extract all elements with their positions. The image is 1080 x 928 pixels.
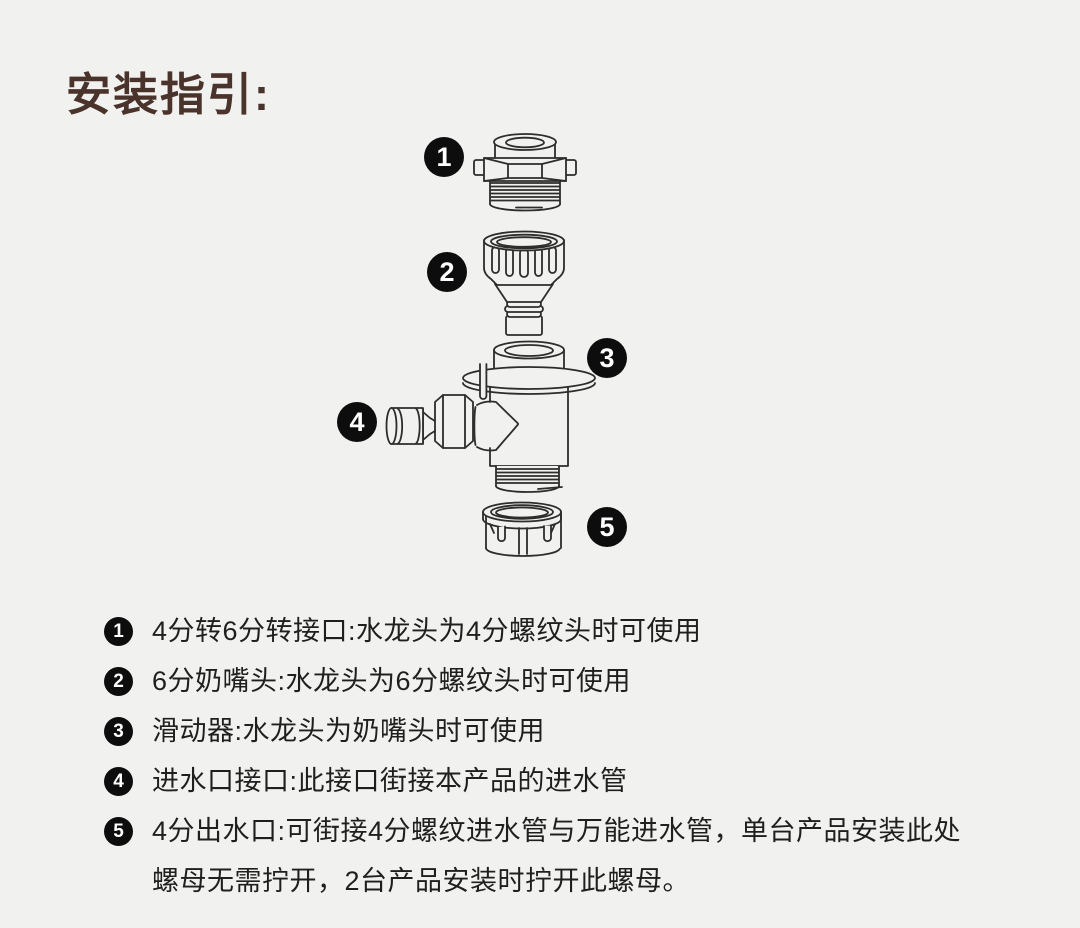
legend-item-3-text: 滑动器:水龙头为奶嘴头时可使用 [152,706,545,756]
diagram-badge-4: 4 [337,402,377,442]
legend-item-3-line: 滑动器:水龙头为奶嘴头时可使用 [152,716,546,746]
legend-item-1-badge: 1 [104,617,133,646]
legend-item-1-text: 4分转6分转接口:水龙头为4分螺纹头时可使用 [152,606,702,656]
part-2-nipple-head [483,230,565,336]
part-3-slider-body [462,340,596,493]
legend-item-1-line: 4分转6分转接口:水龙头为4分螺纹头时可使用 [152,616,702,646]
parts-legend: 1 4分转6分转接口:水龙头为4分螺纹头时可使用 2 6分奶嘴头:水龙头为6分螺… [104,606,1034,906]
legend-item-4-text: 进水口接口:此接口街接本产品的进水管 [152,756,628,806]
part-1-adapter [473,133,577,212]
legend-item-5-line-2: 螺母无需拧开，2台产品安装时拧开此螺母。 [152,866,691,896]
diagram-badge-3: 3 [587,338,627,378]
diagram-badge-5: 5 [587,507,627,547]
legend-item-5-badge: 5 [104,817,133,846]
legend-item-4-line: 进水口接口:此接口街接本产品的进水管 [152,766,628,796]
legend-item-2-badge: 2 [104,667,133,696]
exploded-view-diagram [385,133,596,557]
page-title: 安装指引: [66,69,271,120]
legend-item-4-badge: 4 [104,767,133,796]
part-5-outlet-nut [482,501,562,557]
part-4-inlet-connector [385,394,474,449]
legend-item-5-text: 4分出水口:可街接4分螺纹进水管与万能进水管，单台产品安装此处 螺母无需拧开，2… [152,806,961,906]
legend-item-1: 1 4分转6分转接口:水龙头为4分螺纹头时可使用 [104,606,1034,656]
legend-item-2-text: 6分奶嘴头:水龙头为6分螺纹头时可使用 [152,656,631,706]
diagram-badge-1: 1 [424,137,464,177]
diagram-badge-2: 2 [427,252,467,292]
legend-item-2-line: 6分奶嘴头:水龙头为6分螺纹头时可使用 [152,666,632,696]
legend-item-2: 2 6分奶嘴头:水龙头为6分螺纹头时可使用 [104,656,1034,706]
legend-item-5-line-1: 4分出水口:可街接4分螺纹进水管与万能进水管，单台产品安装此处 [152,816,962,846]
legend-item-4: 4 进水口接口:此接口街接本产品的进水管 [104,756,1034,806]
legend-item-3-badge: 3 [104,717,133,746]
legend-item-5: 5 4分出水口:可街接4分螺纹进水管与万能进水管，单台产品安装此处 螺母无需拧开… [104,806,1034,906]
legend-item-3: 3 滑动器:水龙头为奶嘴头时可使用 [104,706,1034,756]
